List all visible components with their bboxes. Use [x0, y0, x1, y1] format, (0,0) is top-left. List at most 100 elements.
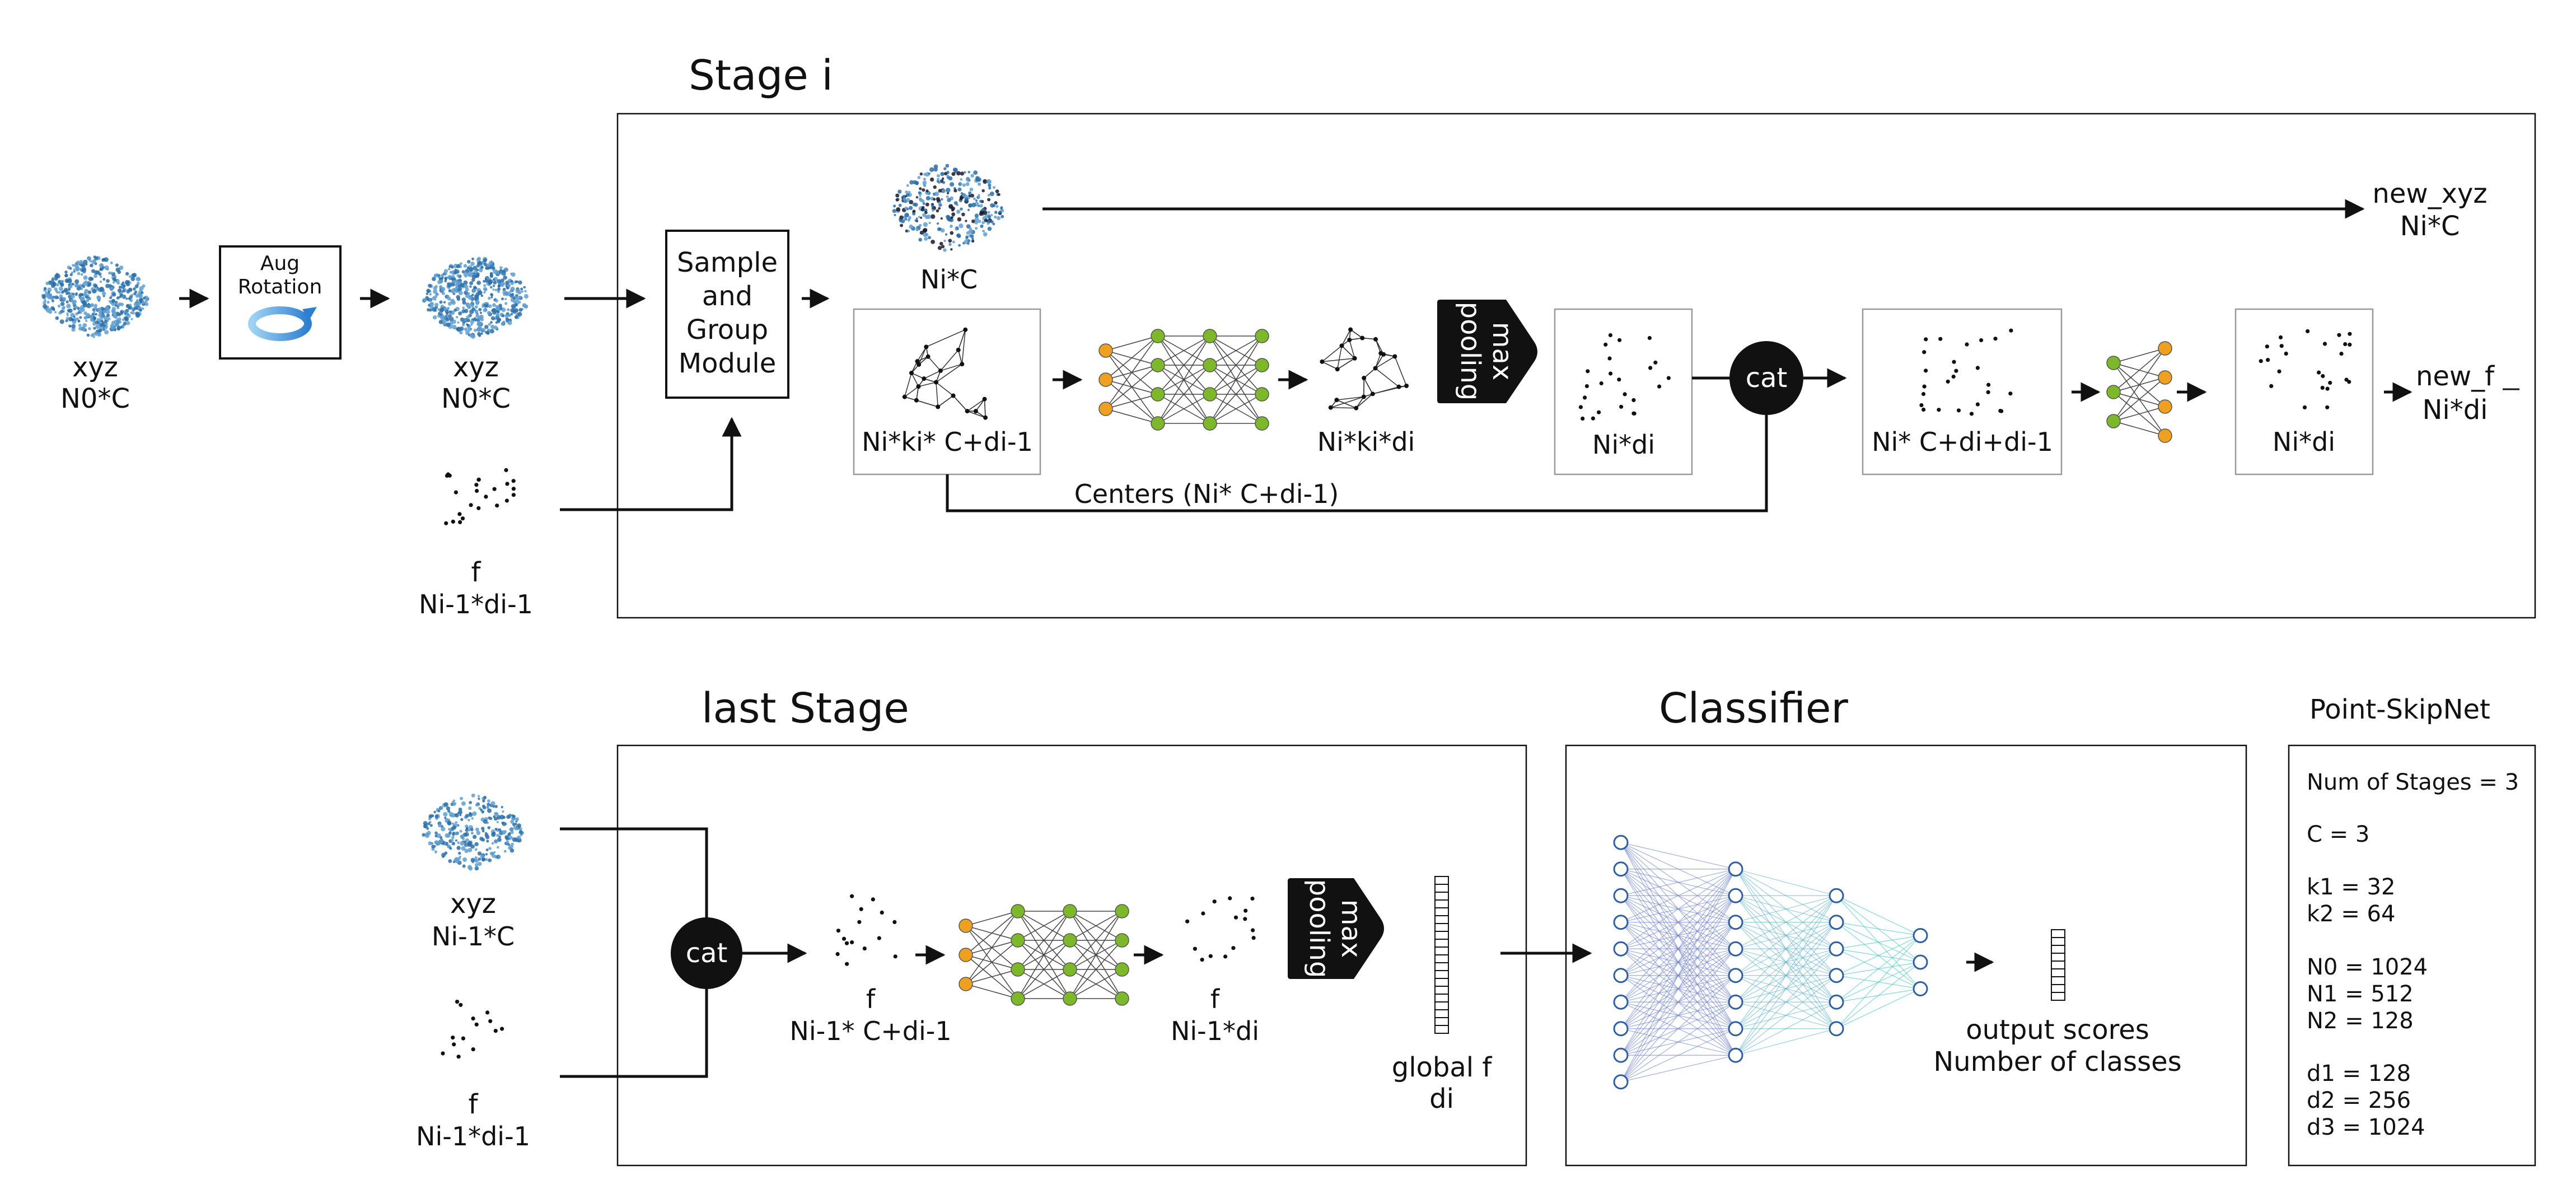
point [99, 323, 104, 327]
point [497, 287, 501, 291]
neuron [1829, 994, 1844, 1010]
point [449, 310, 452, 314]
point [485, 267, 488, 270]
point [456, 824, 460, 827]
neuron [1829, 915, 1844, 930]
point [452, 799, 456, 803]
param-k1: k1 = 32 [2307, 874, 2395, 900]
point [949, 225, 953, 228]
edge [2113, 348, 2166, 393]
output-scores-label: output scores [1966, 1014, 2149, 1046]
point [938, 207, 941, 210]
point [462, 323, 465, 327]
node [1373, 337, 1378, 342]
vector-cell [1434, 923, 1449, 932]
point [468, 866, 473, 871]
edge [1735, 895, 1837, 976]
neuron [1613, 1074, 1629, 1090]
point [490, 293, 493, 296]
point [1951, 374, 1956, 379]
point [119, 293, 123, 297]
point [84, 293, 87, 296]
point [112, 281, 115, 284]
point [2348, 332, 2352, 336]
point [517, 311, 522, 317]
point [987, 222, 989, 225]
point [946, 195, 949, 198]
point [490, 321, 493, 324]
centers-label: Centers (Ni* C+di-1) [1074, 479, 1339, 509]
edge [1157, 335, 1210, 366]
edge [2113, 421, 2166, 436]
point [446, 322, 451, 328]
last-cat-node [671, 917, 742, 989]
point [948, 204, 953, 209]
point [466, 323, 469, 326]
point [929, 167, 934, 172]
edge [1735, 1001, 1837, 1056]
vector-cell [1434, 1017, 1449, 1026]
point [465, 814, 469, 818]
point [486, 840, 489, 843]
point [506, 815, 511, 819]
neuron [1151, 329, 1165, 343]
point [960, 183, 962, 185]
point [104, 330, 109, 335]
point [1607, 356, 1612, 361]
point [144, 295, 149, 301]
point [54, 311, 57, 314]
neuron [1613, 915, 1629, 930]
edge [916, 400, 938, 408]
point [433, 810, 436, 814]
point [504, 835, 509, 840]
point [108, 300, 111, 303]
edge [1620, 975, 1736, 1083]
point [511, 272, 516, 277]
point [72, 264, 75, 267]
point [58, 279, 62, 284]
point [1956, 408, 1961, 413]
point [968, 203, 973, 207]
point [428, 817, 431, 820]
point [467, 319, 470, 323]
point [975, 199, 978, 202]
point [482, 799, 485, 803]
edge [1105, 335, 1158, 409]
point [504, 498, 509, 503]
point [511, 842, 514, 846]
point [437, 314, 441, 318]
edge [1620, 842, 1736, 870]
point [871, 897, 875, 902]
point [64, 278, 69, 283]
node [1392, 354, 1397, 359]
last-mlp-features-image [1185, 896, 1256, 962]
point [448, 828, 451, 831]
neuron [2106, 385, 2121, 399]
edge [1322, 358, 1355, 362]
point [495, 305, 499, 309]
point [442, 319, 447, 324]
edge [1620, 869, 1736, 976]
neuron [1063, 962, 1077, 977]
point [511, 493, 516, 497]
edge [940, 349, 959, 371]
point [945, 164, 950, 168]
point [77, 311, 81, 314]
edge [904, 386, 919, 398]
point [114, 304, 118, 307]
point [906, 198, 910, 202]
point [487, 826, 491, 829]
point [936, 222, 939, 225]
neuron [1728, 1047, 1743, 1063]
point [426, 298, 429, 301]
point [481, 804, 485, 808]
point [122, 285, 126, 288]
edge [1836, 962, 1921, 1029]
point [432, 307, 437, 312]
point [984, 218, 988, 222]
point [906, 193, 910, 197]
point [110, 261, 113, 264]
point [116, 296, 120, 300]
point [960, 171, 964, 176]
point [512, 814, 516, 818]
